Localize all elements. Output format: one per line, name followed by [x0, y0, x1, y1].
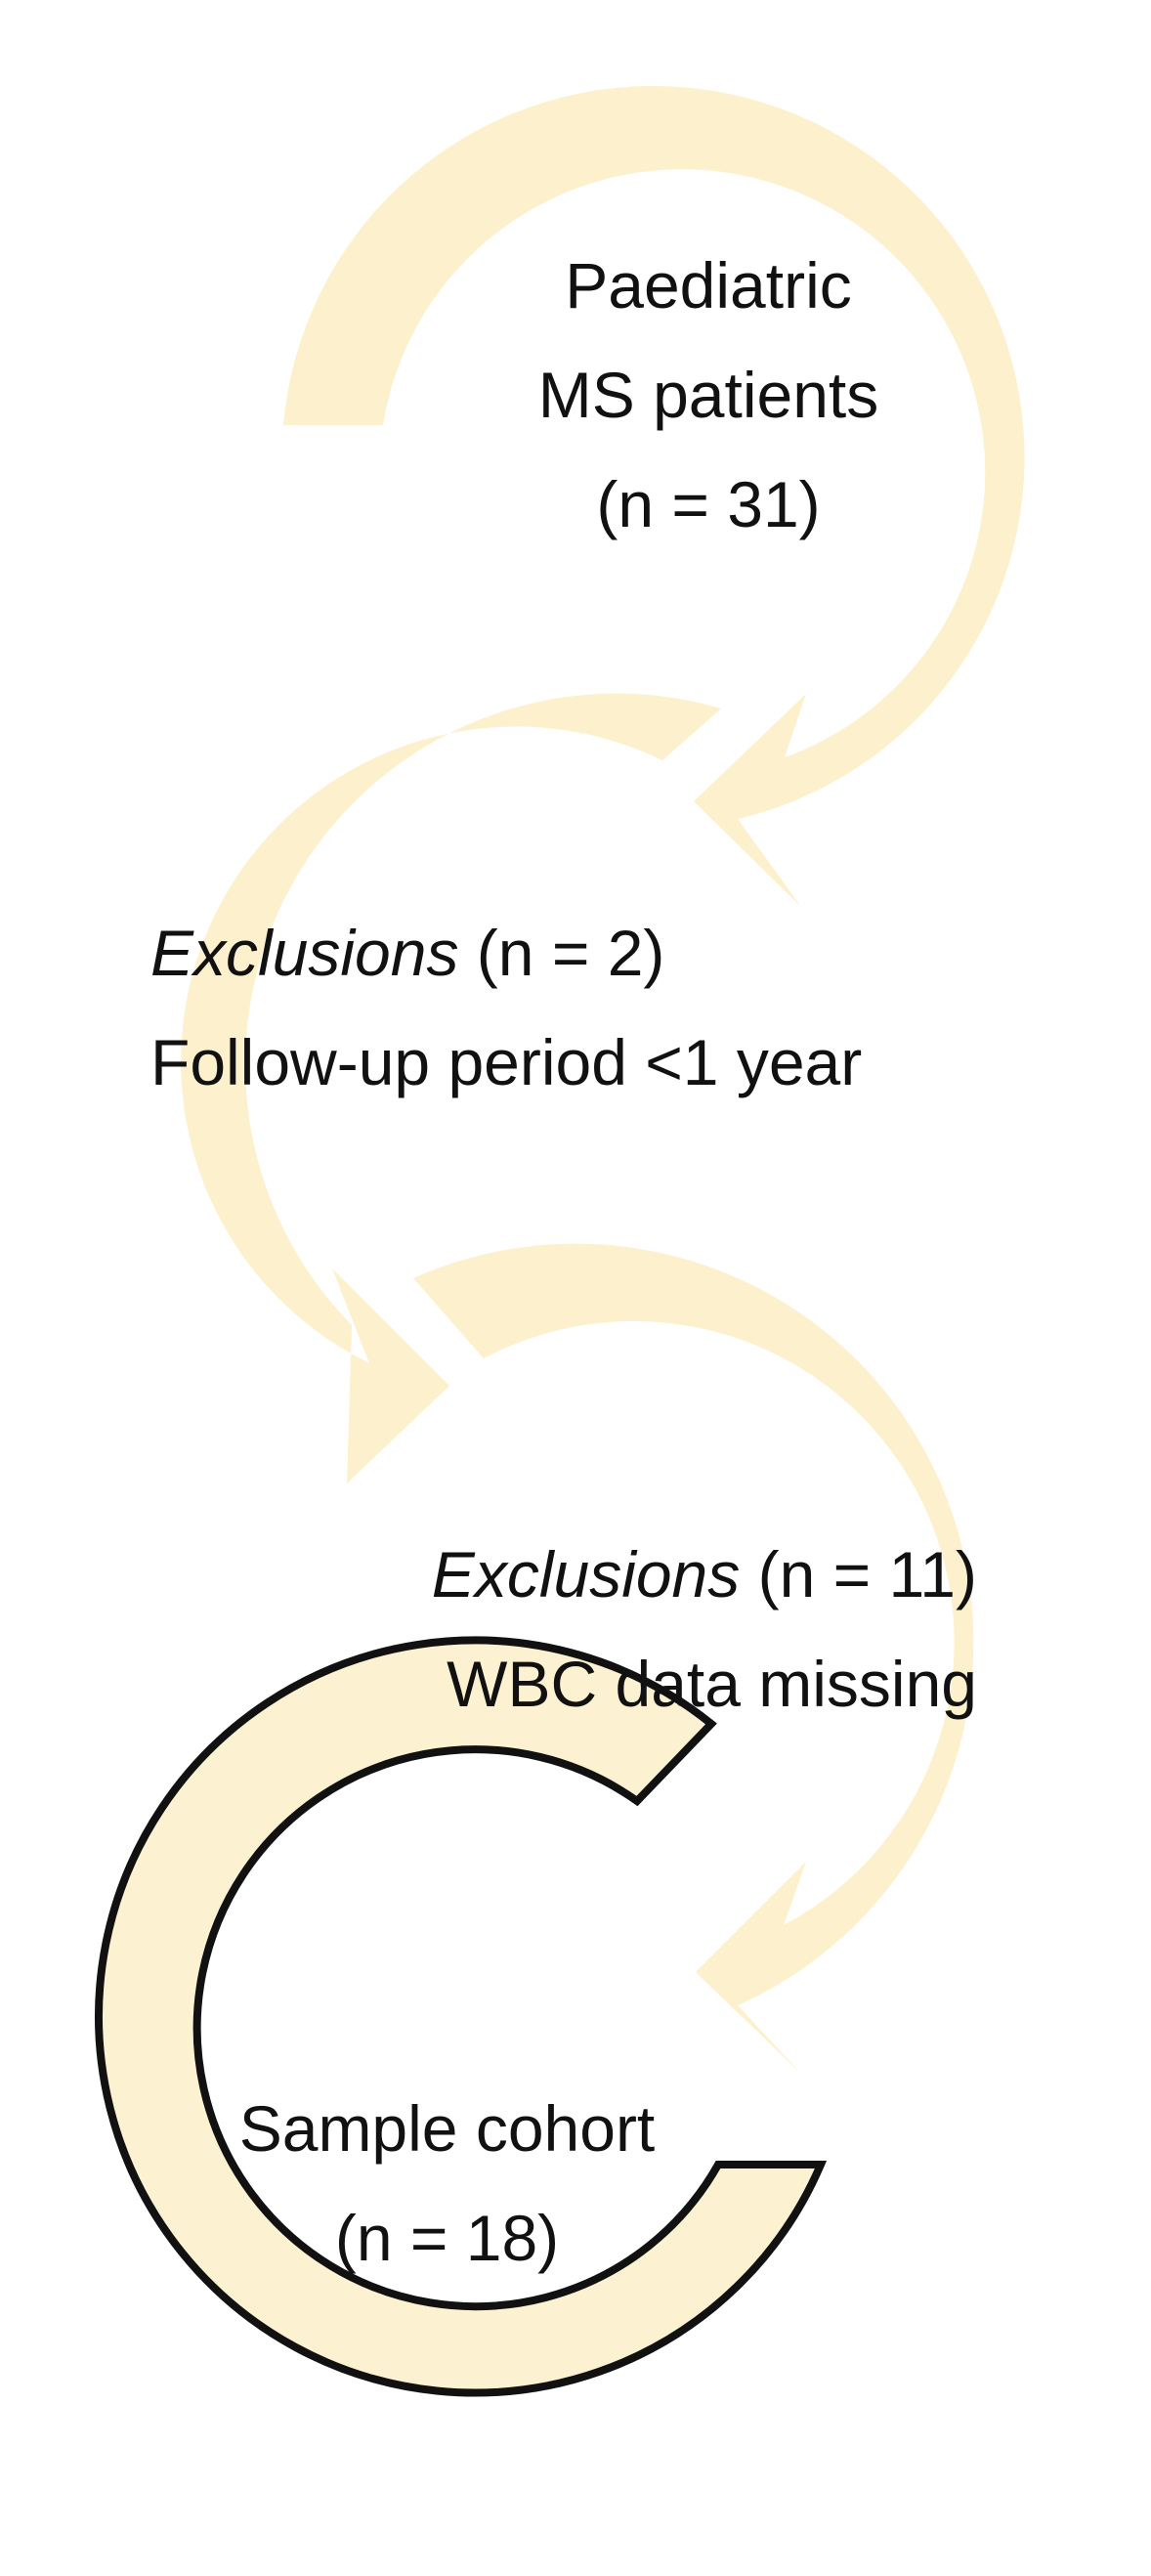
sample-cohort-count: (n = 18) — [334, 2202, 560, 2274]
exclusions-label: Exclusions — [431, 1538, 741, 1610]
exclusions-label: Exclusions — [150, 917, 459, 989]
step-exclusion-wbc: Exclusions (n = 11) WBC data missing — [432, 1520, 977, 1739]
flow-arrow-2 — [181, 693, 721, 1483]
exclusion-wbc-count: (n = 11) — [740, 1538, 977, 1610]
step-initial-patients: Paediatric MS patients (n = 31) — [415, 231, 1002, 559]
exclusion-follow-up-count: (n = 2) — [458, 917, 665, 989]
step-initial-title-line-2: MS patients — [537, 359, 879, 431]
sample-cohort-ring — [95, 1636, 828, 2397]
exclusion-wbc-heading: Exclusions (n = 11) — [432, 1520, 977, 1629]
sample-cohort-title: Sample cohort — [238, 2092, 656, 2165]
step-initial-count: (n = 31) — [596, 468, 821, 540]
exclusion-follow-up-heading: Exclusions (n = 2) — [150, 898, 862, 1008]
flow-arrow-3 — [413, 1243, 974, 2074]
step-sample-cohort: Sample cohort (n = 18) — [195, 2074, 699, 2293]
exclusion-wbc-reason: WBC data missing — [447, 1648, 977, 1720]
step-initial-title-line-1: Paediatric — [565, 249, 852, 322]
step-exclusion-follow-up: Exclusions (n = 2) Follow-up period <1 y… — [150, 898, 862, 1117]
exclusion-follow-up-reason: Follow-up period <1 year — [150, 1026, 863, 1098]
